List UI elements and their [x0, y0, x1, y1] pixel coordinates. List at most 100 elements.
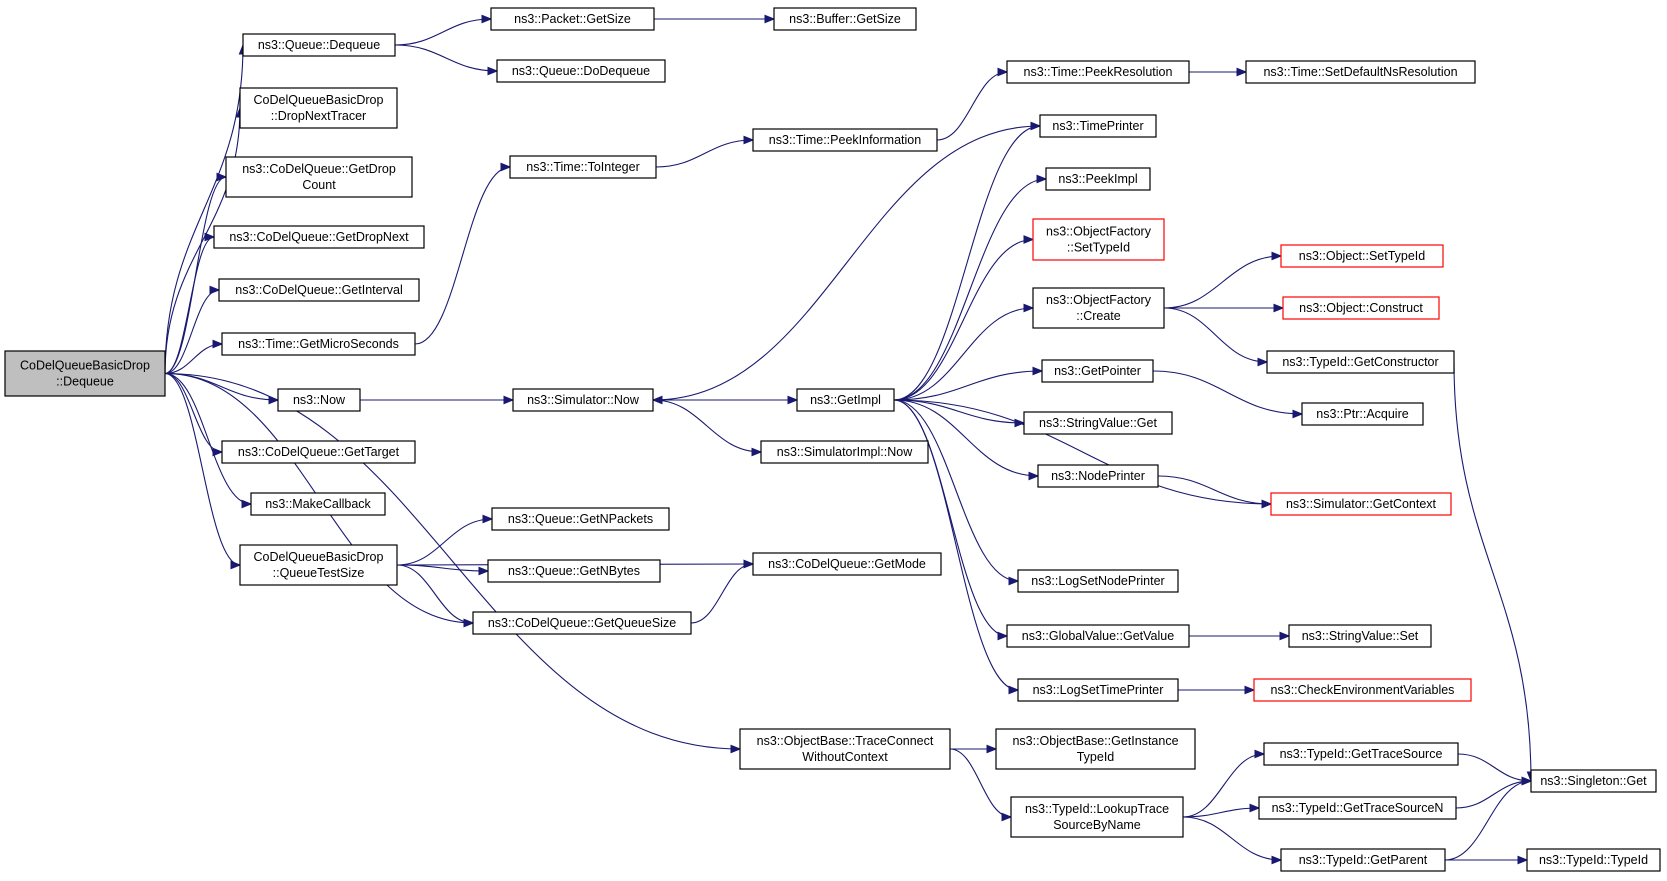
node-get-impl[interactable]: ns3::GetImpl — [796, 388, 895, 412]
node-drop-next-tracer[interactable]: CoDelQueueBasicDrop::DropNextTracer — [239, 87, 398, 129]
node-typeid-get-trace-source-n[interactable]: ns3::TypeId::GetTraceSourceN — [1258, 796, 1457, 820]
node-node-printer[interactable]: ns3::NodePrinter — [1037, 464, 1159, 488]
node-simulator-get-context[interactable]: ns3::Simulator::GetContext — [1270, 492, 1452, 516]
arrowhead — [1261, 499, 1273, 509]
edge-get-impl-to-time-printer — [893, 121, 1042, 401]
node-box — [239, 544, 398, 586]
node-queue-dodequeue[interactable]: ns3::Queue::DoDequeue — [496, 59, 666, 83]
node-peek-impl[interactable]: ns3::PeekImpl — [1045, 167, 1151, 191]
node-label: ns3::TypeId::LookupTrace — [1025, 802, 1169, 816]
edge-line — [893, 307, 1034, 401]
node-box — [491, 507, 670, 531]
node-label: ns3::Queue::DoDequeue — [512, 64, 650, 78]
node-time-get-micro[interactable]: ns3::Time::GetMicroSeconds — [221, 332, 416, 356]
node-trace-connect-without-context[interactable]: ns3::ObjectBase::TraceConnectWithoutCont… — [739, 728, 951, 770]
node-typeid-get-constructor[interactable]: ns3::TypeId::GetConstructor — [1266, 350, 1455, 374]
edge-simulator-now-to-get-impl — [653, 395, 799, 405]
arrowhead — [500, 162, 512, 172]
node-box — [250, 492, 386, 516]
arrowhead — [997, 631, 1009, 641]
edge-typeid-get-trace-source-n-to-singleton-get — [1455, 776, 1533, 809]
node-singleton-get[interactable]: ns3::Singleton::Get — [1530, 769, 1657, 793]
node-label: ns3::Queue::GetNPackets — [508, 512, 653, 526]
node-codel-get-queue-size[interactable]: ns3::CoDelQueue::GetQueueSize — [472, 611, 692, 635]
node-box — [239, 87, 398, 129]
node-label: ns3::Ptr::Acquire — [1316, 407, 1408, 421]
node-label: TypeId — [1077, 750, 1115, 764]
edge-line — [396, 518, 493, 566]
node-time-set-default-ns-resolution[interactable]: ns3::Time::SetDefaultNsResolution — [1245, 60, 1476, 84]
arrowhead — [1271, 855, 1283, 865]
node-get-interval[interactable]: ns3::CoDelQueue::GetInterval — [218, 278, 420, 302]
edge-root-to-time-get-micro — [164, 339, 224, 375]
node-box — [773, 7, 917, 31]
node-simulator-now[interactable]: ns3::Simulator::Now — [512, 388, 654, 412]
node-typeid-typeid[interactable]: ns3::TypeId::TypeId — [1526, 848, 1661, 872]
node-log-set-node-printer[interactable]: ns3::LogSetNodePrinter — [1017, 569, 1179, 593]
edge-queue-test-size-to-queue-get-nbytes — [396, 564, 490, 576]
node-time-printer[interactable]: ns3::TimePrinter — [1039, 114, 1157, 138]
node-object-set-type-id[interactable]: ns3::Object::SetTypeId — [1280, 244, 1444, 268]
arrowhead — [212, 339, 224, 349]
node-object-construct[interactable]: ns3::Object::Construct — [1282, 296, 1440, 320]
edge-line — [164, 236, 215, 375]
node-queue-test-size[interactable]: CoDelQueueBasicDrop::QueueTestSize — [239, 544, 398, 586]
node-string-value-get[interactable]: ns3::StringValue::Get — [1023, 411, 1173, 435]
node-label: ns3::CheckEnvironmentVariables — [1271, 683, 1455, 697]
node-box — [1039, 114, 1157, 138]
node-log-set-time-printer[interactable]: ns3::LogSetTimePrinter — [1017, 678, 1179, 702]
node-simulator-impl-now[interactable]: ns3::SimulatorImpl::Now — [760, 440, 929, 464]
node-box — [1288, 624, 1432, 648]
node-label: CoDelQueueBasicDrop — [20, 359, 150, 373]
node-label: ns3::Packet::GetSize — [514, 12, 631, 26]
edge-line — [1457, 753, 1532, 782]
node-box — [490, 7, 655, 31]
node-packet-getsize[interactable]: ns3::Packet::GetSize — [490, 7, 655, 31]
edge-trace-connect-without-context-to-typeid-lookup-trace-source — [949, 748, 1013, 822]
node-label: ns3::CoDelQueue::GetQueueSize — [488, 616, 676, 630]
edge-line — [893, 238, 1034, 401]
node-typeid-get-trace-source[interactable]: ns3::TypeId::GetTraceSource — [1263, 742, 1459, 766]
edge-line — [164, 289, 220, 375]
edge-root-to-get-target — [164, 372, 224, 457]
node-get-target[interactable]: ns3::CoDelQueue::GetTarget — [221, 440, 416, 464]
arrowhead — [209, 285, 221, 295]
node-get-drop-next[interactable]: ns3::CoDelQueue::GetDropNext — [213, 225, 425, 249]
node-make-callback[interactable]: ns3::MakeCallback — [250, 492, 386, 516]
edge-line — [414, 166, 511, 345]
edge-line — [394, 18, 492, 46]
node-label: ns3::LogSetNodePrinter — [1031, 574, 1164, 588]
node-object-factory-create[interactable]: ns3::ObjectFactory::Create — [1032, 287, 1165, 329]
node-queue-get-nbytes[interactable]: ns3::Queue::GetNBytes — [487, 559, 661, 583]
node-box — [1263, 742, 1459, 766]
arrowhead — [1023, 235, 1035, 244]
node-get-pointer[interactable]: ns3::GetPointer — [1041, 359, 1154, 383]
node-box — [739, 728, 951, 770]
node-typeid-get-parent[interactable]: ns3::TypeId::GetParent — [1280, 848, 1446, 872]
node-box — [1280, 244, 1444, 268]
node-global-value-get-value[interactable]: ns3::GlobalValue::GetValue — [1006, 624, 1190, 648]
node-object-factory-set-type-id[interactable]: ns3::ObjectFactory::SetTypeId — [1032, 218, 1165, 261]
node-buffer-getsize[interactable]: ns3::Buffer::GetSize — [773, 7, 917, 31]
edge-root-to-trace-connect-without-context — [164, 372, 742, 754]
edge-get-impl-to-peek-impl — [893, 174, 1048, 401]
node-label: ::Create — [1076, 309, 1121, 323]
node-ptr-acquire[interactable]: ns3::Ptr::Acquire — [1301, 402, 1424, 426]
edge-get-impl-to-log-set-node-printer — [893, 399, 1020, 586]
node-queue-dequeue[interactable]: ns3::Queue::Dequeue — [242, 33, 396, 57]
node-queue-get-npackets[interactable]: ns3::Queue::GetNPackets — [491, 507, 670, 531]
node-string-value-set[interactable]: ns3::StringValue::Set — [1288, 624, 1432, 648]
edge-line — [1163, 307, 1268, 363]
node-time-peek-information[interactable]: ns3::Time::PeekInformation — [752, 128, 938, 152]
node-root[interactable]: CoDelQueueBasicDrop::Dequeue — [4, 350, 166, 397]
node-box — [760, 440, 929, 464]
node-time-to-integer[interactable]: ns3::Time::ToInteger — [509, 155, 657, 179]
node-ns3-now[interactable]: ns3::Now — [277, 388, 361, 412]
node-codel-get-mode[interactable]: ns3::CoDelQueue::GetMode — [752, 552, 942, 576]
node-time-peek-resolution[interactable]: ns3::Time::PeekResolution — [1006, 60, 1190, 84]
node-check-environment-variables[interactable]: ns3::CheckEnvironmentVariables — [1253, 678, 1472, 702]
